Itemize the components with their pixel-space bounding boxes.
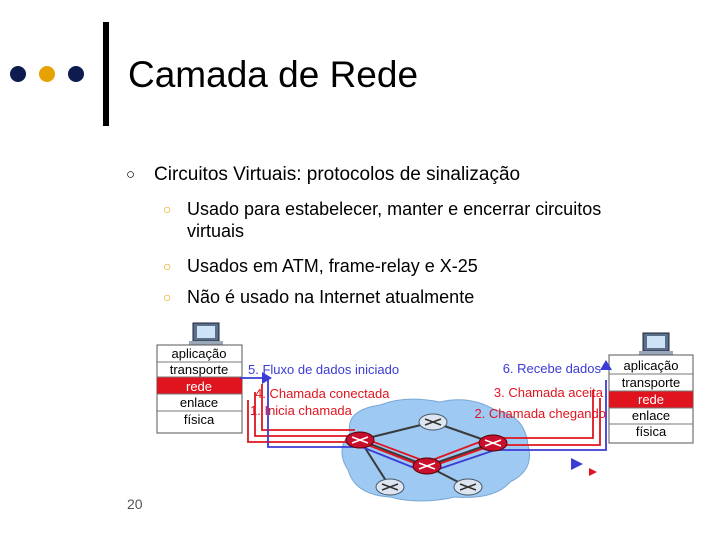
network-cloud bbox=[341, 398, 530, 502]
arrow-icon bbox=[262, 372, 272, 384]
dot-icon bbox=[10, 66, 26, 82]
title-divider bbox=[103, 22, 109, 126]
step-label: 2. Chamada chegando bbox=[474, 406, 606, 421]
step-label: 4. Chamada conectada bbox=[255, 386, 390, 401]
bullet-circle-icon: ○ bbox=[163, 201, 172, 217]
stack-layer-label: rede bbox=[186, 379, 212, 394]
sub-bullet-text: Usado para estabelecer, manter e encerra… bbox=[187, 199, 602, 241]
stack-layer-label: aplicação bbox=[172, 346, 227, 361]
stack-layer-label: transporte bbox=[170, 362, 229, 377]
right-protocol-stack: aplicação transporte rede enlace física bbox=[608, 354, 694, 444]
decorative-dots bbox=[10, 66, 96, 82]
sub-bullet: ○ Usados em ATM, frame-relay e X-25 bbox=[163, 255, 478, 277]
stack-layer-label: física bbox=[636, 424, 667, 439]
step-label: 6. Recebe dados bbox=[503, 361, 602, 376]
sub-bullet-text: Usados em ATM, frame-relay e X-25 bbox=[187, 256, 478, 276]
sub-bullet-text: Não é usado na Internet atualmente bbox=[187, 287, 475, 307]
bullet-main-text: Circuitos Virtuais: protocolos de sinali… bbox=[154, 164, 521, 185]
right-host-computer-icon bbox=[639, 332, 673, 356]
stack-layer-label: aplicação bbox=[624, 358, 679, 373]
dot-icon bbox=[68, 66, 84, 82]
stack-layer-label: enlace bbox=[180, 395, 218, 410]
bullet-circle-icon: ○ bbox=[163, 258, 172, 274]
left-host-computer-icon bbox=[189, 322, 223, 346]
step-label: 3. Chamada aceita bbox=[494, 385, 604, 400]
stack-layer-label: física bbox=[184, 412, 215, 427]
arrow-icon bbox=[600, 360, 612, 370]
router-icon bbox=[375, 478, 405, 496]
left-protocol-stack: aplicação transporte rede enlace física bbox=[156, 344, 243, 434]
stack-layer-label: enlace bbox=[632, 408, 670, 423]
stack-layer-label: transporte bbox=[622, 375, 681, 390]
router-icon bbox=[453, 478, 483, 496]
router-icon bbox=[418, 413, 448, 431]
bullet-main: ○ Circuitos Virtuais: protocolos de sina… bbox=[126, 163, 521, 187]
router-icon bbox=[478, 434, 508, 452]
step-label: 1. Inicia chamada bbox=[250, 403, 353, 418]
router-icon bbox=[412, 457, 442, 475]
page-number: 20 bbox=[127, 496, 143, 512]
sub-bullet: ○ Não é usado na Internet atualmente bbox=[163, 286, 475, 308]
stack-layer-label: rede bbox=[638, 392, 664, 407]
dot-icon bbox=[39, 66, 55, 82]
bullet-circle-icon: ○ bbox=[126, 166, 136, 183]
arrow-icon bbox=[589, 468, 597, 476]
step-label: 5. Fluxo de dados iniciado bbox=[248, 362, 399, 377]
bullet-circle-icon: ○ bbox=[163, 289, 172, 305]
sub-bullet: ○ Usado para estabelecer, manter e encer… bbox=[163, 198, 627, 242]
router-icon bbox=[345, 431, 375, 449]
arrow-icon bbox=[571, 458, 583, 470]
page-title: Camada de Rede bbox=[128, 54, 419, 95]
